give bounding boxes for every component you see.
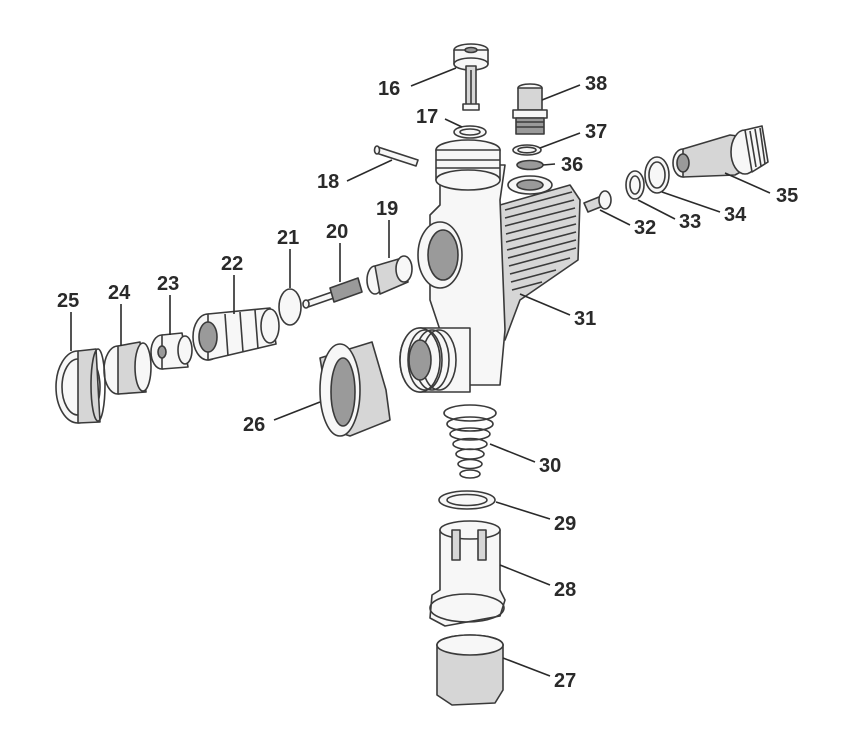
callout-25: 25	[57, 290, 79, 312]
part-33-o-ring	[625, 170, 645, 200]
leader-31	[519, 293, 571, 316]
part-34-o-ring	[644, 156, 670, 194]
callout-32: 32	[634, 217, 656, 239]
part-20-rod	[302, 277, 363, 309]
part-38-fitting	[512, 83, 548, 135]
part-30-spring	[443, 404, 497, 479]
callout-35: 35	[776, 185, 798, 207]
leader-32	[599, 209, 631, 226]
callout-23: 23	[157, 273, 179, 295]
part-26-cone	[319, 341, 391, 437]
leader-28	[499, 564, 551, 586]
leader-33	[637, 199, 676, 220]
leader-30	[489, 443, 536, 463]
callout-20: 20	[326, 221, 348, 243]
callout-17: 17	[416, 106, 438, 128]
part-17-o-ring	[453, 125, 487, 139]
part-24-cup	[103, 341, 152, 395]
callout-16: 16	[378, 78, 400, 100]
part-27-sleeve	[436, 634, 504, 706]
leader-36	[542, 163, 556, 166]
callout-27: 27	[554, 670, 576, 692]
callout-19: 19	[376, 198, 398, 220]
leader-35	[724, 172, 771, 194]
leader-lines	[70, 67, 771, 677]
leader-16	[410, 67, 457, 87]
leader-29	[495, 501, 551, 520]
part-25-cap	[55, 348, 106, 424]
part-31-main-body	[399, 139, 581, 393]
callout-37: 37	[585, 121, 607, 143]
callout-36: 36	[561, 154, 583, 176]
callout-26: 26	[243, 414, 265, 436]
part-21-disc	[278, 288, 302, 326]
callout-labels: 16 17 18 19 20 21 22 23 24 25 26 27 28 2…	[57, 73, 798, 692]
callout-30: 30	[539, 455, 561, 477]
callout-21: 21	[277, 227, 299, 249]
part-18-pin	[373, 145, 419, 167]
callout-33: 33	[679, 211, 701, 233]
leader-37	[539, 132, 581, 149]
callout-18: 18	[317, 171, 339, 193]
part-23-bushing	[150, 332, 193, 370]
part-35-adapter	[672, 125, 769, 178]
part-16-stem	[453, 43, 489, 111]
callout-34: 34	[724, 204, 747, 226]
part-19-sleeve	[366, 255, 413, 295]
callout-31: 31	[574, 308, 596, 330]
leader-26	[273, 401, 321, 421]
callout-38: 38	[585, 73, 607, 95]
callout-22: 22	[221, 253, 243, 275]
part-22-cage	[192, 307, 280, 361]
leader-27	[502, 657, 551, 677]
callout-29: 29	[554, 513, 576, 535]
callout-28: 28	[554, 579, 576, 601]
part-29-washer	[438, 490, 496, 510]
part-28-holder	[429, 520, 506, 627]
leader-18	[346, 159, 393, 182]
part-32-pin	[583, 190, 612, 213]
leader-17	[444, 118, 463, 128]
leader-38	[541, 84, 581, 101]
leader-34	[661, 191, 721, 213]
part-37-o-ring	[512, 144, 542, 156]
part-36-ring	[516, 159, 544, 171]
callout-24: 24	[108, 282, 131, 304]
